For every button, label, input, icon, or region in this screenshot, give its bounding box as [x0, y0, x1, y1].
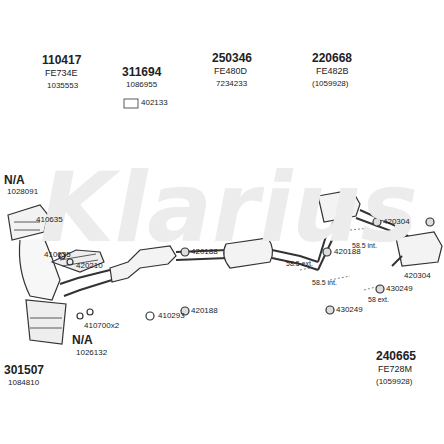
- callout-number: 410293: [158, 312, 185, 320]
- callout-number: 402133: [141, 99, 168, 107]
- callout-number: 420304: [404, 272, 431, 280]
- callout-number: 1028091: [7, 188, 38, 196]
- callout-number: (1059928): [312, 80, 348, 88]
- callout-number: 7234233: [216, 80, 247, 88]
- part-number: 110417: [42, 54, 81, 66]
- callout-number: 58 ext.: [368, 296, 389, 303]
- part-number: 301507: [4, 364, 44, 376]
- callout-number: 420210: [76, 262, 103, 270]
- callout-number: 420188: [334, 248, 361, 256]
- callout-number: 1084810: [8, 379, 39, 387]
- callout-number: FE734E: [45, 69, 78, 78]
- callout-number: 420188: [191, 248, 218, 256]
- part-number: N/A: [72, 334, 93, 346]
- callout-number: 430249: [336, 306, 363, 314]
- watermark: Klarius: [40, 160, 418, 256]
- callout-number: FE728M: [378, 365, 412, 374]
- part-number: N/A: [4, 174, 25, 186]
- callout-number: 58.5 ext.: [286, 260, 313, 267]
- callout-number: (1059928): [376, 378, 412, 386]
- callout-number: 420304: [383, 218, 410, 226]
- part-number: 250346: [212, 52, 252, 64]
- callout-number: 58.5 int.: [312, 279, 337, 286]
- part-number: 220668: [312, 52, 352, 64]
- callout-number: 420188: [191, 307, 218, 315]
- callout-number: FE480D: [214, 67, 247, 76]
- callout-number: 1035553: [47, 82, 78, 90]
- callout-number: 1086955: [126, 81, 157, 89]
- part-number: 240665: [376, 350, 416, 362]
- callout-number: 1026132: [76, 349, 107, 357]
- callout-number: 410635: [44, 251, 71, 259]
- part-number: 311694: [122, 66, 161, 78]
- callout-number: 410700x2: [84, 322, 119, 330]
- callout-number: FE482B: [316, 67, 349, 76]
- callout-number: 430249: [386, 285, 413, 293]
- callout-number: 410635: [36, 216, 63, 224]
